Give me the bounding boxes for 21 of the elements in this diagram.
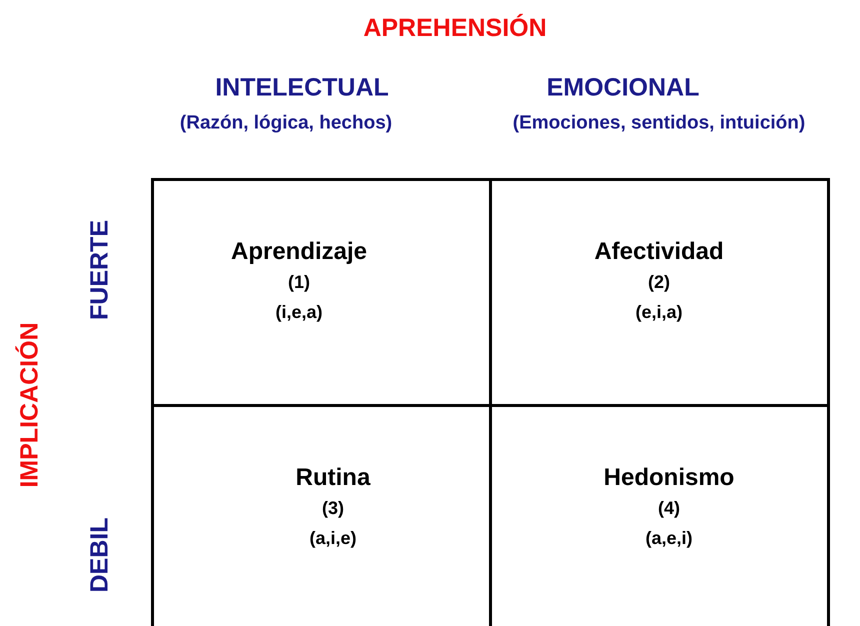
cell-title: Hedonismo [604, 462, 734, 492]
cell-title: Rutina [296, 462, 370, 492]
column-subheading: (Razón, lógica, hechos) [180, 114, 392, 132]
cell-title: Afectividad [594, 236, 724, 266]
cell-sequence: (a,i,e) [309, 526, 356, 550]
column-heading: INTELECTUAL [215, 76, 389, 100]
cell-number: (3) [322, 496, 344, 520]
axis-title: APREHENSIÓN [363, 12, 547, 44]
cell-number: (1) [288, 270, 310, 294]
cell-sequence: (e,i,a) [635, 300, 682, 324]
cell-sequence: (i,e,a) [275, 300, 322, 324]
cell-sequence: (a,e,i) [645, 526, 692, 550]
cell-number: (2) [648, 270, 670, 294]
column-subheading: (Emociones, sentidos, intuición) [512, 114, 806, 132]
matrix-cell [150, 178, 492, 406]
cell-number: (4) [658, 496, 680, 520]
axis-label: DEBIL [88, 518, 112, 592]
cell-title: Aprendizaje [230, 236, 368, 266]
axis-label: IMPLICACIÓN [18, 322, 42, 488]
axis-label: FUERTE [88, 220, 112, 320]
column-heading: EMOCIONAL [546, 76, 700, 100]
